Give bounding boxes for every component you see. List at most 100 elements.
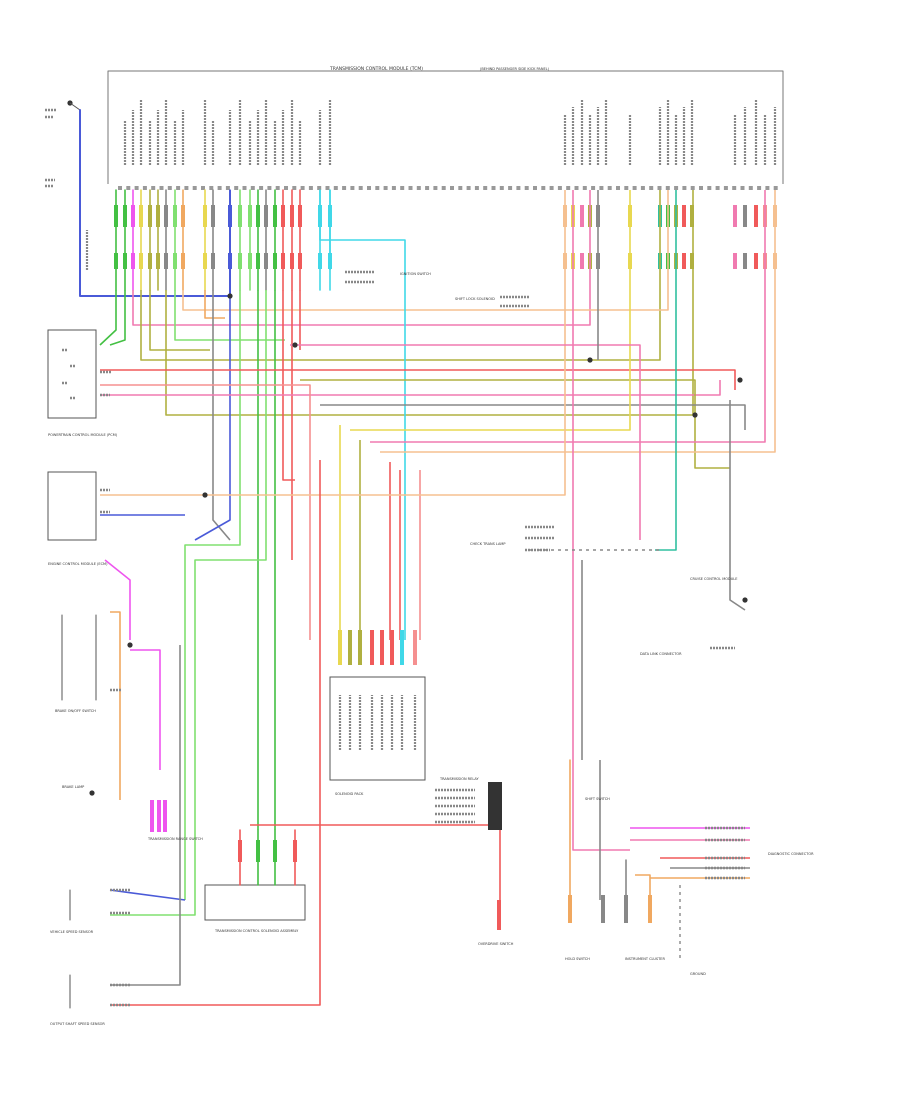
wire-color-tag bbox=[743, 205, 747, 227]
ground-label: GROUND bbox=[690, 972, 706, 976]
shift-switch-label: SHIFT SWITCH bbox=[585, 797, 610, 801]
wire-color-tag bbox=[580, 205, 584, 227]
wire-color-tag bbox=[238, 205, 242, 227]
data-link-label: DATA LINK CONNECTOR bbox=[640, 652, 682, 656]
wire-pink-overdrive bbox=[572, 190, 630, 851]
tcm-pin bbox=[773, 186, 778, 190]
shift-lock-label: SHIFT LOCK SOLENOID bbox=[455, 297, 495, 301]
fuse-link bbox=[69, 102, 81, 111]
tcm-pin bbox=[748, 186, 753, 190]
wire-red-output bbox=[110, 460, 321, 1006]
range-switch-terminal bbox=[157, 800, 161, 832]
tcm-pin bbox=[616, 186, 620, 190]
tcm-pin bbox=[441, 186, 446, 190]
wire-color-tag bbox=[281, 253, 285, 269]
tcm-pin bbox=[284, 186, 288, 190]
tcm-pin bbox=[400, 186, 405, 190]
wire-color-tag bbox=[754, 205, 758, 227]
wire-color-tag bbox=[123, 253, 127, 269]
wire-color-tag bbox=[290, 253, 294, 269]
wire-color-tag bbox=[281, 205, 285, 227]
wire-color-tag bbox=[648, 895, 652, 923]
wire-gray-ecm bbox=[320, 404, 746, 430]
tcm-pin bbox=[259, 186, 264, 190]
wire-color-tag bbox=[358, 630, 362, 665]
wire-lgreen-sensor bbox=[110, 290, 267, 916]
wire-olive-ecm bbox=[300, 379, 730, 469]
wire-color-tag bbox=[173, 253, 177, 269]
wire-blue-sensor bbox=[109, 889, 186, 901]
wire-color-tag bbox=[238, 840, 242, 862]
tcm-pin bbox=[167, 186, 172, 190]
tcm-module-outline bbox=[107, 70, 784, 184]
wire-color-tag bbox=[400, 630, 404, 665]
wire-color-tag bbox=[164, 205, 168, 227]
wire-color-tag bbox=[131, 253, 135, 269]
tcm-pin bbox=[142, 186, 147, 190]
wire-color-tag bbox=[248, 253, 252, 269]
wire-color-tag bbox=[211, 253, 215, 269]
wire-color-tag bbox=[238, 253, 242, 269]
tcm-pin bbox=[657, 186, 662, 190]
wire-peach-right bbox=[380, 190, 776, 453]
tcm-pin bbox=[632, 186, 637, 190]
wire-color-tag bbox=[139, 205, 143, 227]
wire-pink-bus bbox=[132, 190, 591, 326]
wire-color-tag bbox=[203, 205, 207, 227]
speed-sensor-upper-label: VEHICLE SPEED SENSOR bbox=[50, 930, 94, 934]
wire-gray-output bbox=[110, 645, 181, 986]
wire-color-tag bbox=[293, 840, 297, 862]
tcm-pin bbox=[665, 186, 670, 190]
wire-peach-bus bbox=[182, 190, 669, 311]
wire-color-tag bbox=[148, 253, 152, 269]
wire-color-tag bbox=[256, 205, 260, 227]
wire-color-tag bbox=[273, 253, 277, 269]
hold-switch-label: HOLD SWITCH bbox=[565, 957, 590, 961]
tcm-pin bbox=[715, 186, 720, 190]
tcm-pin bbox=[466, 186, 471, 190]
wire-color-tag bbox=[682, 205, 686, 227]
splice-dot bbox=[292, 342, 298, 348]
tcm-pin bbox=[275, 186, 280, 190]
tcm-pin bbox=[483, 186, 488, 190]
tcm-pin bbox=[624, 186, 629, 190]
wire-color-tag bbox=[131, 205, 135, 227]
transmission-control-solenoid-box bbox=[204, 884, 306, 921]
tcm-pin bbox=[242, 186, 247, 190]
wire-color-tag bbox=[148, 205, 152, 227]
wire-color-tag bbox=[248, 205, 252, 227]
tcm-pin bbox=[325, 186, 330, 190]
brake-switch-label: BRAKE ON/OFF SWITCH bbox=[55, 709, 96, 713]
tcm-pin bbox=[524, 186, 529, 190]
tcm-pin bbox=[574, 186, 579, 190]
diagnostic-label: DIAGNOSTIC CONNECTOR bbox=[768, 852, 814, 856]
wire-color-tag bbox=[173, 205, 177, 227]
wire-magenta-brake bbox=[130, 649, 161, 770]
wire-pink-mid bbox=[290, 344, 641, 540]
wire-color-tag bbox=[290, 205, 294, 227]
wire-pink-ecm bbox=[100, 380, 721, 396]
range-switch-terminal bbox=[163, 800, 167, 832]
speed-sensor-lower-label: OUTPUT SHAFT SPEED SENSOR bbox=[50, 1022, 105, 1026]
tcm-pin bbox=[350, 186, 355, 190]
wire-lgreen-long bbox=[184, 290, 241, 900]
tcm-pin bbox=[549, 186, 554, 190]
wire-yellow-range bbox=[350, 190, 631, 431]
tcm-pin bbox=[599, 186, 604, 190]
tcm-pin bbox=[184, 186, 189, 190]
tcm-pin bbox=[126, 186, 131, 190]
wire-color-tag bbox=[203, 253, 207, 269]
wire-color-tag bbox=[624, 895, 628, 923]
wire-teal bbox=[655, 190, 677, 551]
wire-orange-brake bbox=[110, 611, 121, 800]
tcm-pin bbox=[383, 186, 388, 190]
pcm-label: POWERTRAIN CONTROL MODULE (PCM) bbox=[48, 433, 118, 437]
wire-color-tag bbox=[114, 205, 118, 227]
wire-color-tag bbox=[380, 630, 384, 665]
wire-olive bbox=[149, 290, 210, 351]
tcm-pin bbox=[267, 186, 272, 190]
check-lamp-label: CHECK TRANS LAMP bbox=[470, 542, 505, 546]
wire-color-tag bbox=[743, 253, 747, 269]
wire-blue-bus bbox=[79, 190, 231, 297]
